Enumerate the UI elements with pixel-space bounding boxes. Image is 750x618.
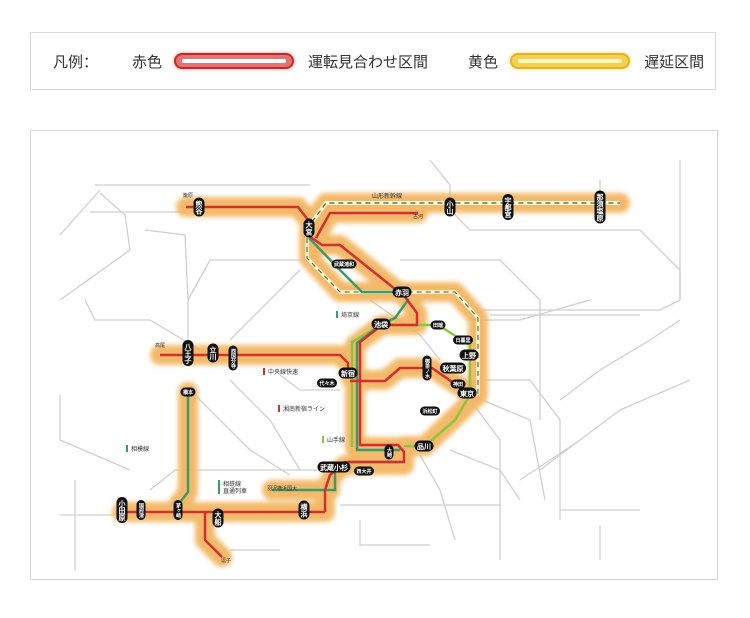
station-name: 逗子	[221, 557, 231, 564]
station-ikebukuro[interactable]: 池袋	[371, 318, 391, 330]
station-name: 立川	[209, 346, 218, 362]
label-shinkansen: 山形新幹線	[372, 192, 402, 200]
station-ofuna[interactable]: 大船	[212, 508, 224, 528]
label-sagami: 相模線	[131, 445, 149, 453]
station-name: 小田原	[118, 499, 127, 522]
station-name: 大宮	[305, 221, 313, 237]
label-shonan: 湘南新宿ライン	[283, 405, 325, 413]
station-name: 田端	[433, 322, 443, 329]
station-name: 秋葉原	[443, 364, 464, 373]
station-yoyogi[interactable]: 代々木	[317, 378, 337, 388]
legend-title: 凡例：	[53, 52, 99, 71]
legend-red-label: 赤色	[132, 52, 163, 71]
station-takao[interactable]: 高尾	[155, 342, 165, 349]
station-utsunomiya[interactable]: 宇都宮	[502, 194, 514, 220]
station-hazawa[interactable]: 羽沢横浜国大	[267, 485, 297, 492]
station-kagohara[interactable]: 籠原	[183, 192, 193, 199]
station-omiya[interactable]: 大宮	[303, 218, 315, 238]
station-name: 浜松町	[422, 408, 437, 415]
line-labels: 山形新幹線 埼京線 中央線快速 湘南新宿ライン 山手線 相模線 相鉄線直通列車	[126, 192, 402, 495]
station-name: 羽沢横浜国大	[267, 485, 297, 492]
station-akihabara[interactable]: 秋葉原	[440, 362, 466, 374]
station-akabane[interactable]: 赤羽	[392, 286, 412, 298]
station-koga[interactable]: 古河	[413, 213, 423, 220]
station-kozu[interactable]: 国府津	[136, 500, 146, 520]
station-musashikosugi[interactable]: 武蔵小杉	[317, 461, 351, 473]
station-nishioi[interactable]: 西大井	[354, 466, 374, 476]
station-name: 上野	[462, 351, 476, 360]
legend-yellow-label: 黄色	[468, 52, 499, 71]
station-nippori[interactable]: 日暮里	[453, 335, 473, 345]
station-ueno[interactable]: 上野	[459, 349, 479, 361]
station-name: 那須塩原	[596, 193, 605, 223]
station-zushi[interactable]: 逗子	[221, 557, 231, 564]
station-name: 籠原	[183, 192, 193, 199]
station-name: 茅ヶ崎	[175, 502, 182, 519]
station-kumagaya[interactable]: 熊谷	[193, 197, 205, 217]
legend-red-swatch	[174, 53, 295, 69]
station-hamamatsucho[interactable]: 浜松町	[420, 406, 440, 416]
station-shinjuku[interactable]: 新宿	[338, 367, 358, 379]
legend-red-meaning: 運転見合わせ区間	[308, 52, 429, 71]
station-name: 新宿	[341, 369, 355, 378]
station-name: 西国分寺	[230, 348, 236, 370]
station-osaki[interactable]: 大崎	[384, 444, 394, 460]
station-oyama[interactable]: 小山	[444, 197, 456, 217]
station-tabata[interactable]: 田端	[430, 320, 446, 330]
station-name: 小山	[446, 200, 455, 216]
station-musashiurawa[interactable]: 武蔵浦和	[331, 259, 357, 269]
station-name: 日暮里	[455, 337, 470, 344]
station-name: 東京	[460, 389, 474, 398]
shinkansen-line	[310, 201, 620, 224]
station-name: 宇都宮	[504, 196, 513, 219]
station-yokohama[interactable]: 横浜	[298, 500, 310, 520]
station-ochanomizu[interactable]: 御茶ノ水	[422, 355, 432, 381]
station-tachikawa[interactable]: 立川	[207, 343, 219, 363]
station-name: 横浜	[300, 503, 308, 519]
station-name: 神田	[453, 381, 463, 388]
station-name: 武蔵浦和	[334, 261, 354, 268]
station-name: 御茶ノ水	[424, 358, 431, 380]
station-name: 古河	[413, 213, 423, 220]
station-name: 池袋	[374, 320, 389, 329]
station-shinagawa[interactable]: 品川	[414, 440, 434, 452]
station-name: 国府津	[138, 502, 144, 519]
station-name: 武蔵小杉	[320, 463, 348, 472]
legend-yellow-meaning: 遅延区間	[644, 52, 705, 71]
legend: 凡例： 赤色 運転見合わせ区間 黄色 遅延区間	[30, 32, 716, 90]
station-odawara[interactable]: 小田原	[116, 497, 128, 523]
legend-yellow-swatch	[510, 53, 631, 69]
station-kanda[interactable]: 神田	[450, 379, 466, 389]
station-hachioji[interactable]: 八王子	[182, 340, 194, 366]
label-yamanote: 山手線	[327, 436, 345, 444]
station-nishikokubunji[interactable]: 西国分寺	[228, 345, 238, 371]
station-name: 大崎	[386, 447, 392, 459]
station-nasushiobara[interactable]: 那須塩原	[594, 190, 606, 224]
station-name: 代々木	[318, 380, 335, 387]
station-name: 西大井	[356, 468, 371, 475]
station-name: 赤羽	[395, 288, 409, 297]
station-name: 品川	[417, 442, 431, 451]
label-sotetsu: 相鉄線直通列車	[223, 480, 247, 495]
station-hashimoto[interactable]: 橋本	[180, 387, 196, 397]
label-chuo: 中央線快速	[268, 368, 298, 376]
station-name: 大船	[214, 511, 222, 527]
label-saikyo: 埼京線	[341, 311, 359, 319]
station-name: 八王子	[184, 343, 193, 365]
station-tokyo[interactable]: 東京	[457, 387, 477, 399]
station-name: 高尾	[155, 342, 165, 349]
base-network	[59, 159, 691, 570]
station-chigasaki[interactable]: 茅ヶ崎	[173, 500, 183, 520]
route-map-frame	[30, 130, 718, 580]
station-name: 熊谷	[195, 200, 204, 216]
station-name: 橋本	[183, 389, 194, 396]
